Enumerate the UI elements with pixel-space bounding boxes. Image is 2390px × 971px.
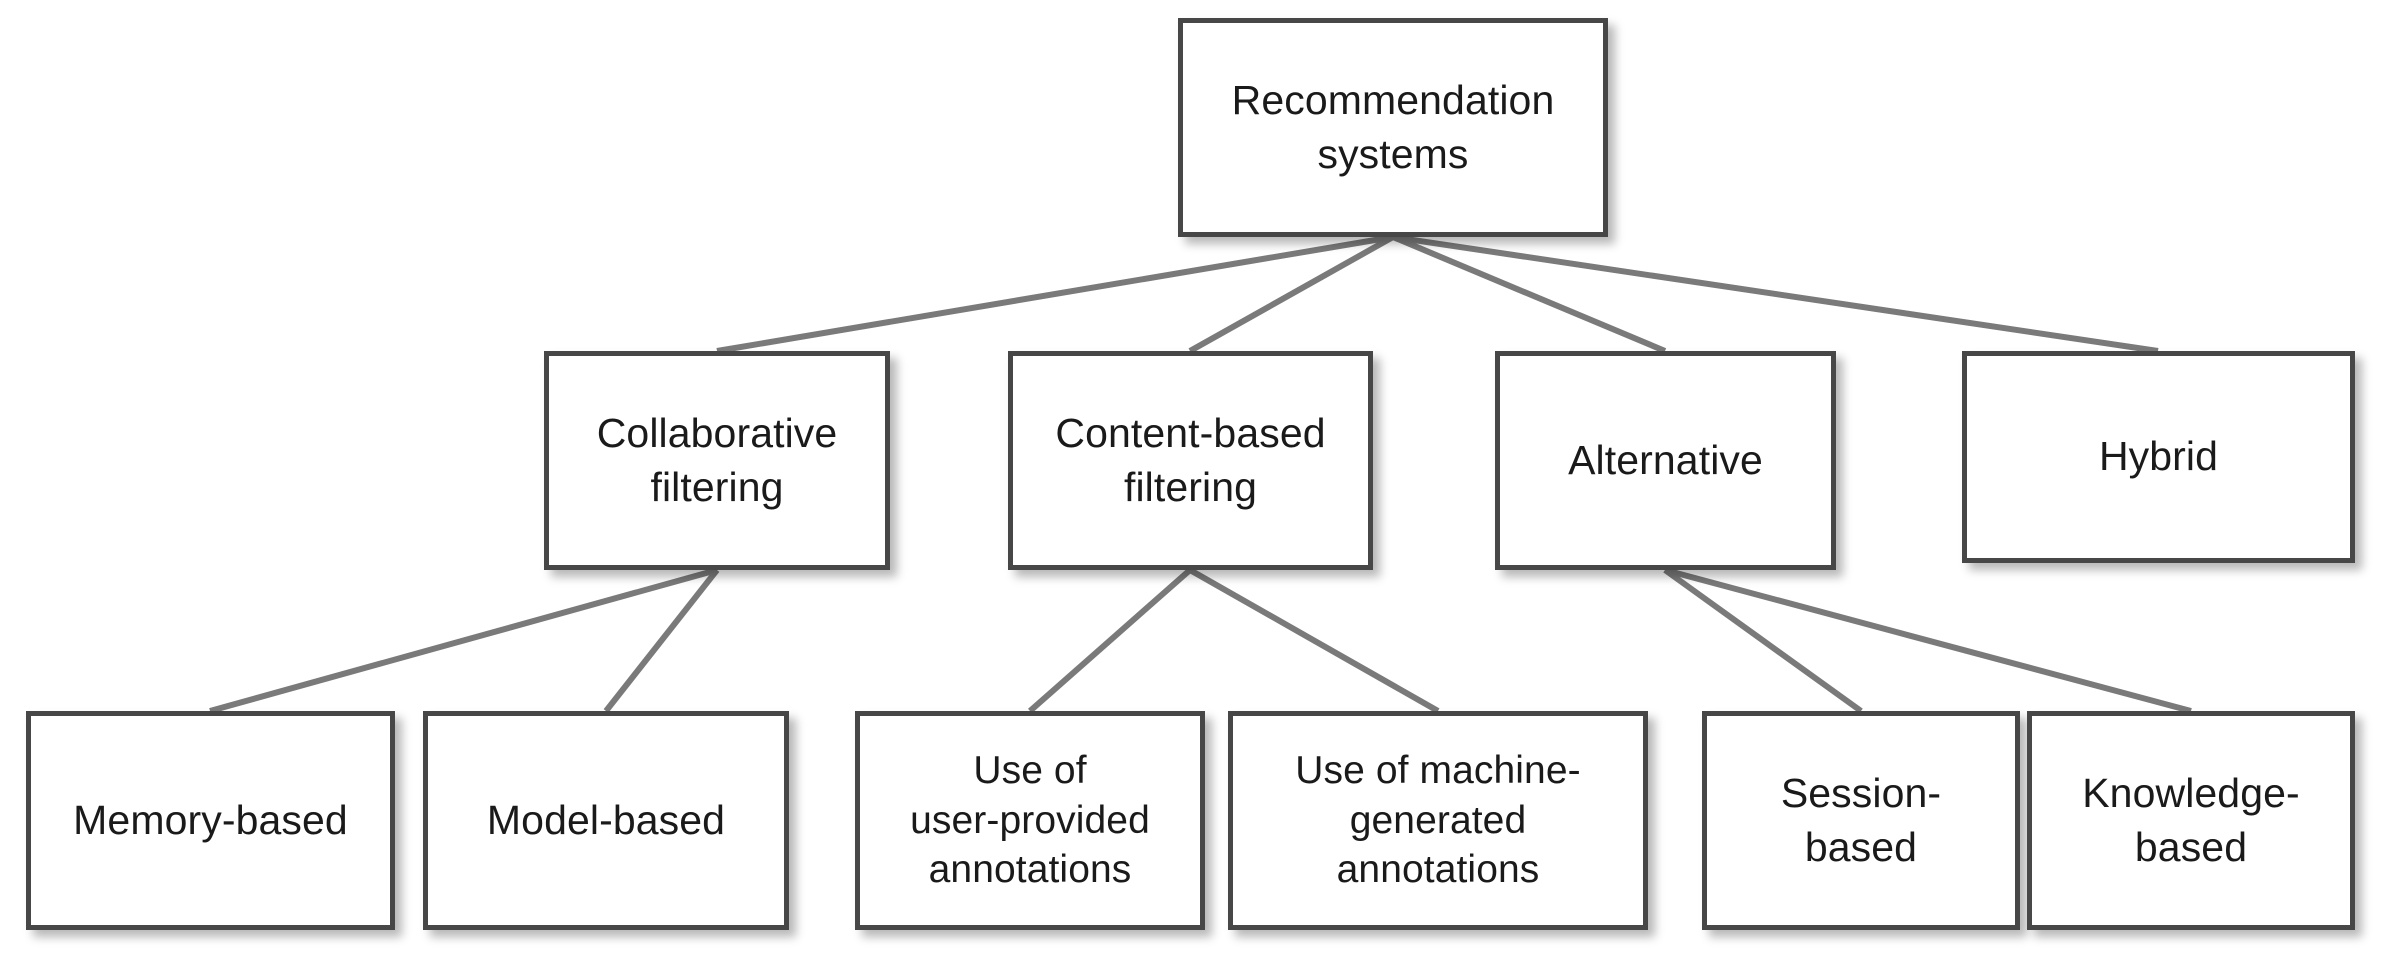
edge-collaborative-to-memory <box>209 567 718 714</box>
node-session-based[interactable]: Session- based <box>1702 711 2020 930</box>
node-hybrid[interactable]: Hybrid <box>1962 351 2355 563</box>
edge-root-to-alternative <box>1391 234 1667 354</box>
edge-content-to-machine-generated <box>1188 567 1440 714</box>
node-alternative[interactable]: Alternative <box>1495 351 1836 570</box>
node-model-based[interactable]: Model-based <box>423 711 789 930</box>
node-label: Recommendation systems <box>1231 77 1555 177</box>
node-label: Use of user-provided annotations <box>910 748 1150 892</box>
node-label: Memory-based <box>73 796 348 843</box>
node-label: Alternative <box>1568 436 1763 483</box>
node-recommendation-systems[interactable]: Recommendation systems <box>1178 18 1608 237</box>
node-label: Use of machine- generated annotations <box>1295 748 1581 892</box>
node-label: Content-based filtering <box>1055 410 1326 510</box>
node-knowledge-based[interactable]: Knowledge- based <box>2027 711 2355 930</box>
edge-root-to-hybrid <box>1392 234 2159 354</box>
node-label: Model-based <box>486 796 726 843</box>
node-memory-based[interactable]: Memory-based <box>26 711 395 930</box>
edge-root-to-collaborative <box>716 234 1394 354</box>
edge-alternative-to-knowledge <box>1664 567 2192 714</box>
edge-alternative-to-session <box>1663 567 1863 714</box>
edge-content-to-user-provided <box>1028 567 1192 714</box>
node-content-based-filtering[interactable]: Content-based filtering <box>1008 351 1373 570</box>
node-label: Hybrid <box>2098 433 2219 480</box>
node-machine-generated-annotations[interactable]: Use of machine- generated annotations <box>1228 711 1648 930</box>
node-label: Collaborative filtering <box>596 410 838 510</box>
edge-root-to-content-based <box>1188 234 1395 354</box>
node-user-provided-annotations[interactable]: Use of user-provided annotations <box>855 711 1205 930</box>
node-label: Session- based <box>1780 770 1942 870</box>
edge-collaborative-to-model <box>603 568 720 713</box>
node-label: Knowledge- based <box>2082 770 2300 870</box>
node-collaborative-filtering[interactable]: Collaborative filtering <box>544 351 890 570</box>
